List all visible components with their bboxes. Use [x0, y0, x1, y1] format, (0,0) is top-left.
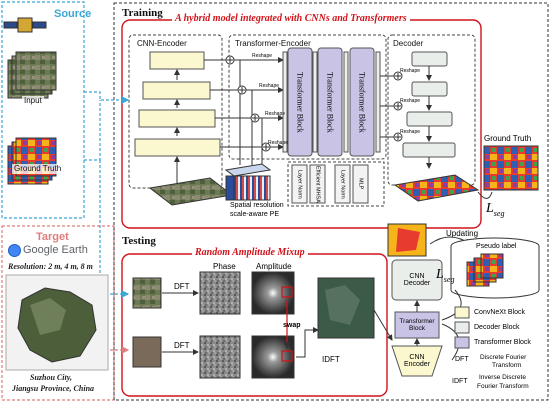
transformer-block-label: Transformer Block: [357, 71, 367, 133]
suzhou-map: [6, 275, 108, 370]
reshape-label: Reshape: [265, 111, 286, 117]
pe-label-line1: Spatial resolution: [230, 202, 284, 209]
transformer-block: Transformer Block: [318, 48, 342, 156]
amplitude-label: Amplitude: [256, 262, 292, 271]
legend-dft-line2: Transform: [492, 362, 522, 369]
legend-transformer-block: Transformer Block: [474, 339, 531, 346]
testing-subtitle: Random Amplitude Mixup: [192, 248, 308, 258]
legend-idft-line2: Fourier Transform: [477, 383, 529, 390]
google-earth-brand: Google Earth: [23, 244, 88, 256]
legend-convnext: ConvNeXt Block: [474, 309, 525, 316]
reshape-label: Reshape: [252, 53, 273, 59]
transformer-block-label: Block: [409, 325, 425, 332]
cnn-decoder-label: CNN: [409, 273, 425, 280]
phase-label: Phase: [213, 262, 236, 271]
decoder-label: Decoder: [393, 39, 424, 48]
cnn-decoder-label: Decoder: [403, 280, 431, 287]
cnn-encoder-box: CNN Encoder: [395, 346, 439, 376]
legend-dft-abbr: DFT: [455, 356, 469, 363]
source-title: Source: [54, 8, 92, 20]
swap-label: swap: [283, 322, 301, 329]
sub-block-label: Layer Norm: [339, 169, 346, 199]
dft-label: DFT: [174, 341, 190, 350]
satellite-icon: [4, 16, 46, 34]
sub-block-layer-norm: Layer Norm: [335, 165, 350, 203]
testing-loss: Lseg: [436, 268, 454, 284]
legend-idft-line1: Inverse Discrete: [479, 374, 526, 381]
source-ground-truth-label: Ground Truth: [12, 164, 64, 174]
cnn-encoder-label: CNN-Encoder: [137, 39, 187, 48]
legend-dft-line1: Discrete Fourier: [480, 354, 527, 361]
reshape-label: Reshape: [400, 98, 421, 104]
target-location-line1: Suzhou City,: [30, 373, 72, 382]
training-subtitle: A hybrid model integrated with CNNs and …: [172, 14, 410, 24]
source-input-label: Input: [22, 96, 44, 106]
loss-symbol: L: [486, 201, 494, 216]
loss-symbol: L: [436, 267, 444, 282]
reshape-label: Reshape: [400, 129, 421, 135]
target-resolution: Resolution: 2 m, 4 m, 8 m: [8, 262, 93, 271]
transformer-block-label: Transformer: [399, 318, 435, 325]
transformer-encoder-label: Transformer-Encoder: [235, 39, 311, 48]
legend-decoder-block: Decoder Block: [474, 324, 520, 331]
sub-block-label: Efficient MHSA: [314, 165, 321, 203]
transformer-block: Transformer Block: [288, 48, 312, 156]
sub-block-mhsa: Efficient MHSA: [310, 165, 325, 203]
sub-block-mlp: MLP: [353, 165, 368, 203]
cnn-encoder-label: Encoder: [403, 361, 431, 368]
target-title: Target: [36, 231, 69, 243]
cnn-encoder-label: CNN: [409, 354, 425, 361]
google-earth-icon: [8, 244, 21, 257]
sub-block-label: Layer Norm: [296, 169, 303, 199]
reshape-label: Reshape: [400, 68, 421, 74]
cnn-decoder-box: CNN Decoder: [392, 260, 442, 300]
training-loss: Lseg: [486, 202, 504, 218]
sub-block-label: MLP: [357, 178, 364, 190]
testing-title: Testing: [122, 235, 156, 247]
transformer-block: Transformer Block: [350, 48, 374, 156]
updating-label: Updating: [446, 229, 479, 238]
loss-subscript: seg: [493, 208, 505, 218]
pseudo-label-title: Pseudo label: [476, 243, 517, 250]
transformer-block-label: Transformer Block: [325, 71, 335, 133]
sub-block-layer-norm: Layer Norm: [292, 165, 307, 203]
transformer-block-label: Transformer Block: [295, 71, 305, 133]
legend-idft-abbr: IDFT: [452, 378, 468, 385]
transformer-block-box: Transformer Block: [395, 312, 439, 338]
pe-label-line2: scale-aware PE: [230, 211, 280, 218]
google-earth-logo: Google Earth: [8, 244, 88, 257]
dft-label: DFT: [174, 282, 190, 291]
reshape-label: Reshape: [259, 83, 280, 89]
training-ground-truth-label: Ground Truth: [484, 134, 532, 143]
training-title: Training: [122, 7, 163, 19]
idft-label: IDFT: [322, 355, 340, 364]
reshape-label: Reshape: [268, 140, 289, 146]
target-location-line2: Jiangsu Province, China: [12, 384, 95, 393]
loss-subscript: seg: [443, 274, 455, 284]
